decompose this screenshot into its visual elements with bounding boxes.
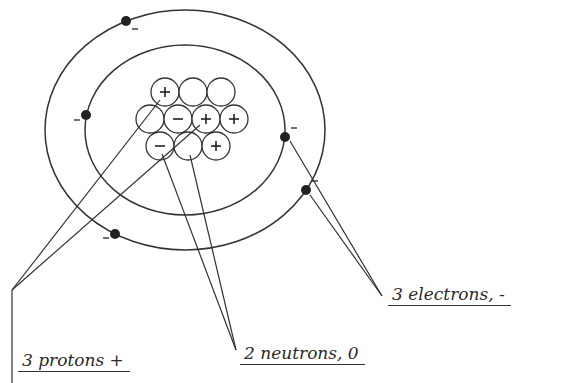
neutrons-label: 2 neutrons, 0 xyxy=(240,343,365,365)
nucleus xyxy=(136,78,248,160)
charge-signs xyxy=(155,87,239,151)
electron-minus xyxy=(74,29,318,238)
electrons xyxy=(81,16,311,239)
protons-label: 3 protons + xyxy=(18,350,130,372)
leader-lines xyxy=(12,100,382,383)
inner-orbit xyxy=(85,45,285,215)
electrons-label: 3 electrons, - xyxy=(388,284,511,306)
